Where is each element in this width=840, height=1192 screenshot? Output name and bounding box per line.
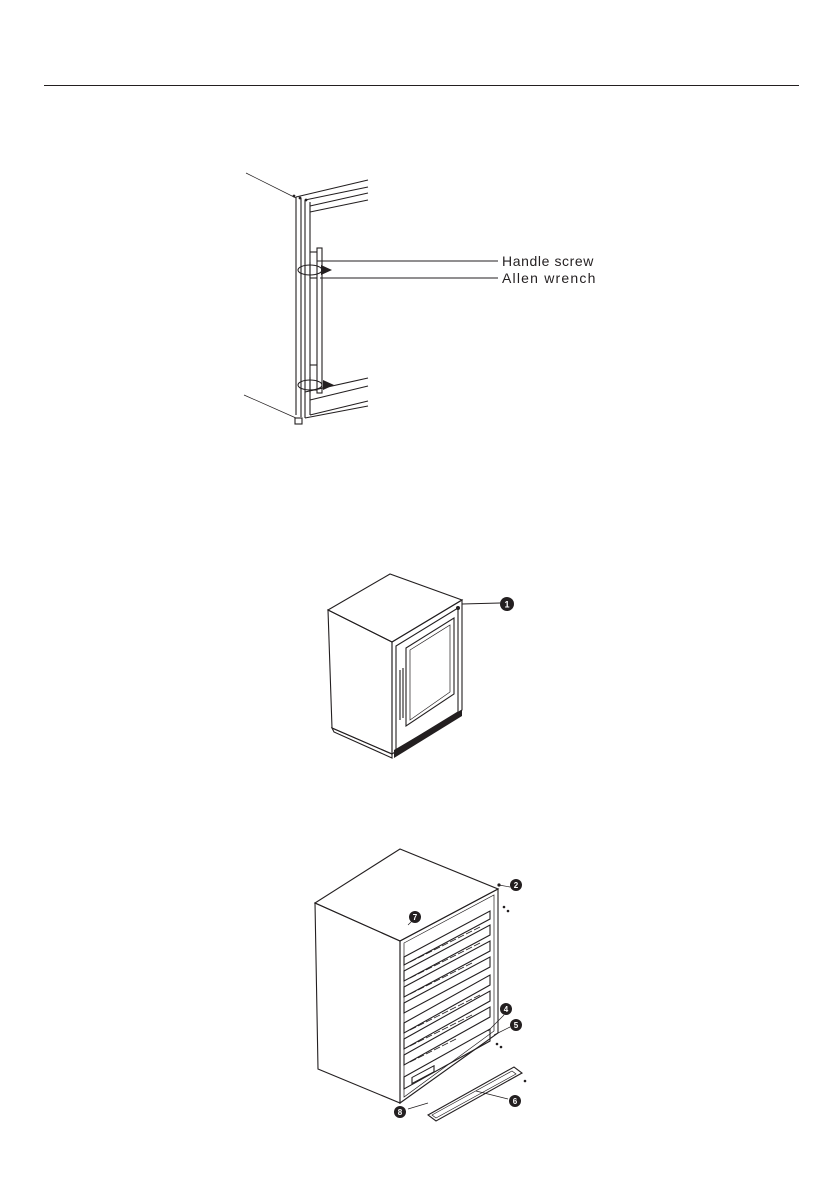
label-handle-screw: Handle screw (502, 253, 594, 269)
figure-door-handle: Handle screw Allen wrench (200, 160, 640, 435)
svg-text:5: 5 (514, 1021, 519, 1030)
shelves (404, 911, 490, 1065)
svg-text:8: 8 (398, 1108, 403, 1117)
callout-1: 1 (504, 600, 509, 610)
figure-drawer-unit: 2 7 4 5 6 8 (300, 845, 540, 1125)
label-allen-wrench: Allen wrench (502, 270, 597, 286)
callout-7: 7 (409, 911, 421, 923)
callout-8: 8 (394, 1106, 406, 1118)
figure-single-door-unit: 1 (320, 570, 530, 770)
callout-4: 4 (500, 1003, 512, 1015)
callout-6: 6 (509, 1095, 521, 1107)
svg-text:6: 6 (513, 1097, 518, 1106)
svg-text:4: 4 (504, 1005, 509, 1014)
header-rule (44, 85, 799, 86)
svg-text:7: 7 (413, 913, 418, 922)
callout-5: 5 (510, 1019, 522, 1031)
callout-2: 2 (510, 879, 522, 891)
svg-text:2: 2 (514, 881, 519, 890)
